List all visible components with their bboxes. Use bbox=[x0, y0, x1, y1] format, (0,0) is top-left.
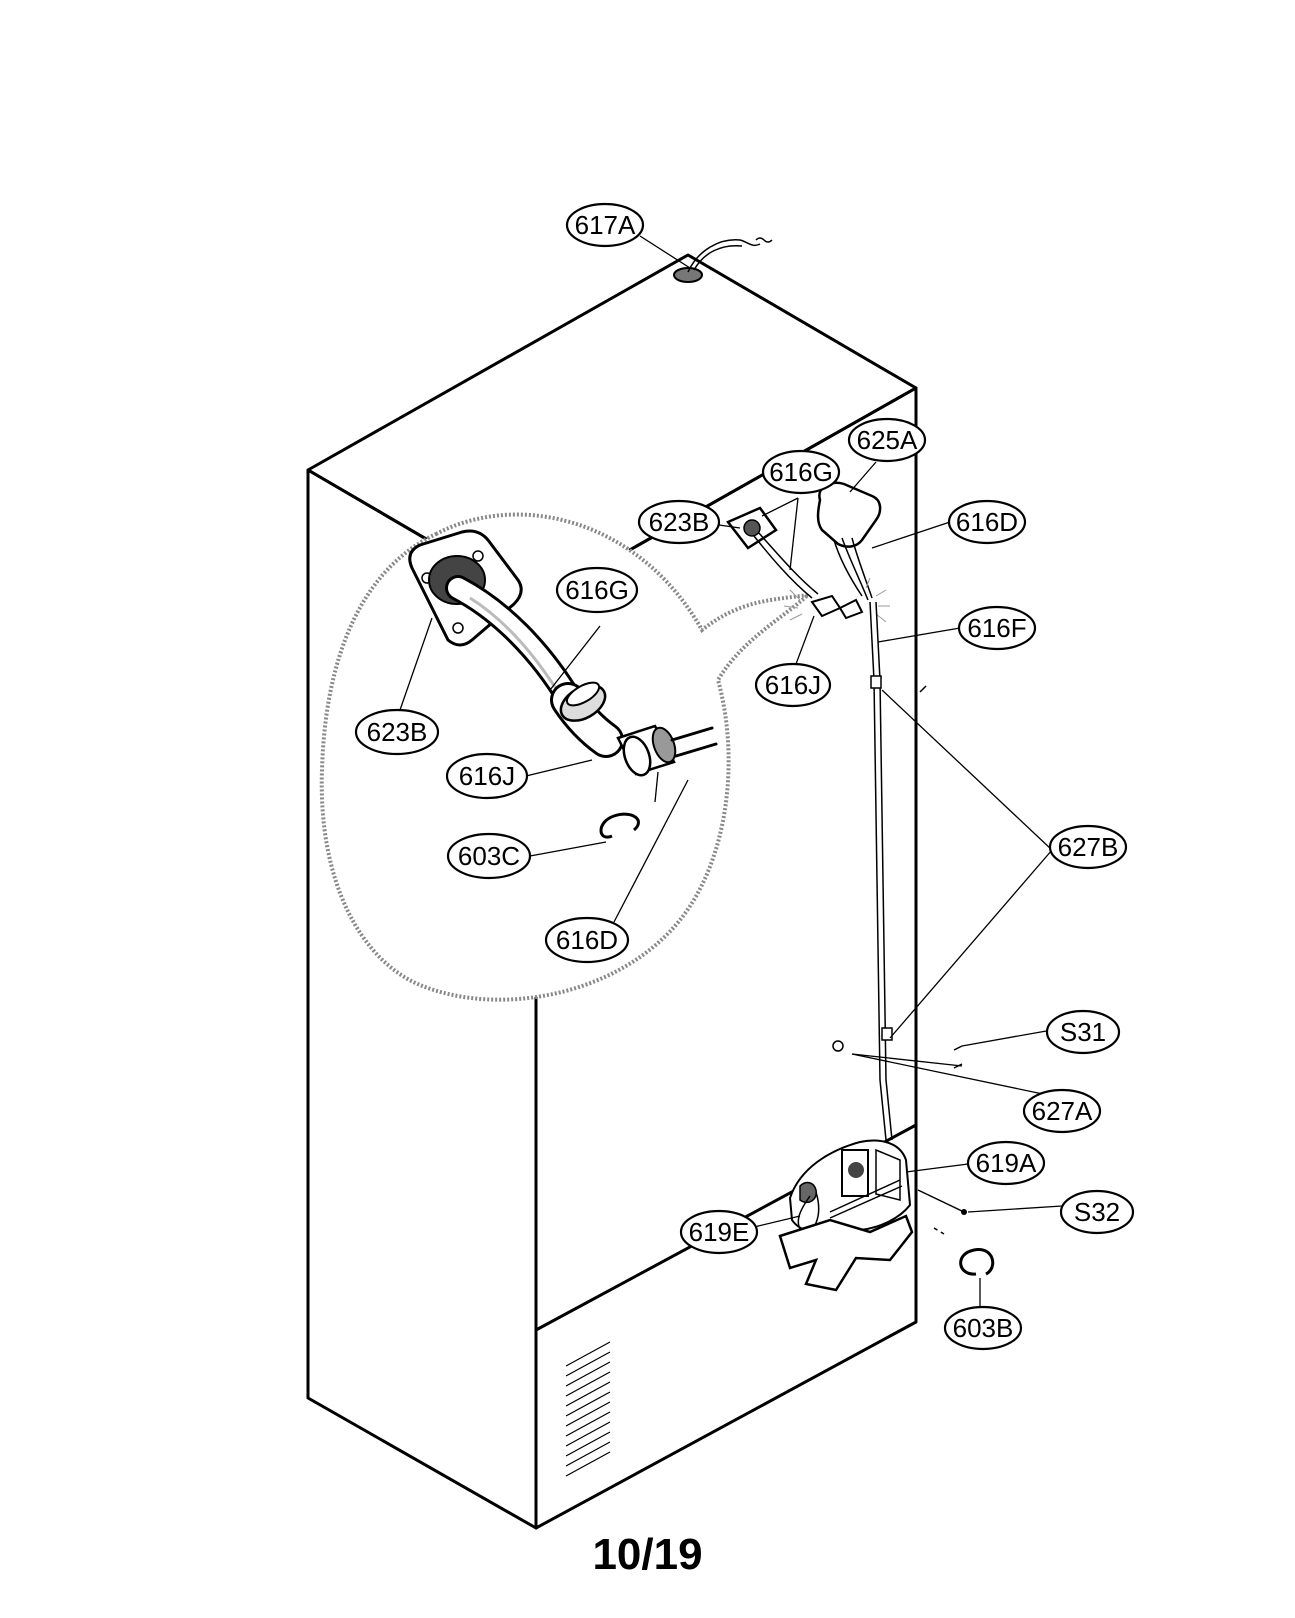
callout-623B-detail: 623B bbox=[354, 708, 440, 756]
detail-elbow-fitting bbox=[550, 681, 624, 758]
callout-625A: 625A bbox=[847, 417, 927, 463]
callout-616G-top-text: 616G bbox=[769, 457, 833, 487]
callout-625A-text: 625A bbox=[857, 425, 918, 455]
callout-627B-text: 627B bbox=[1058, 832, 1119, 862]
vent-grille bbox=[565, 1341, 611, 1477]
callout-S31-text: S31 bbox=[1060, 1017, 1106, 1047]
callout-623B-detail-text: 623B bbox=[367, 717, 428, 747]
filter-housing bbox=[816, 481, 882, 601]
callout-616J-detail-text: 616J bbox=[459, 761, 515, 791]
water-line bbox=[832, 601, 927, 1141]
detail-tube bbox=[445, 575, 583, 713]
callout-616D-detail: 616D bbox=[544, 916, 630, 964]
callout-617A-text: 617A bbox=[575, 210, 636, 240]
callout-623B-top-text: 623B bbox=[649, 507, 710, 537]
screw-and-clip bbox=[917, 1189, 995, 1276]
callout-627A-text: 627A bbox=[1032, 1096, 1093, 1126]
callout-627B: 627B bbox=[1048, 824, 1128, 870]
callout-617A: 617A bbox=[565, 202, 645, 248]
callout-603C-text: 603C bbox=[458, 841, 520, 871]
callout-616J-detail: 616J bbox=[445, 752, 529, 800]
callout-619E-text: 619E bbox=[689, 1217, 750, 1247]
detail-ring-clip bbox=[599, 812, 640, 839]
callout-616J-top: 616J bbox=[754, 662, 832, 708]
page-number: 10/19 bbox=[592, 1530, 703, 1579]
callout-603B: 603B bbox=[943, 1305, 1023, 1351]
callout-616D-detail-text: 616D bbox=[556, 925, 618, 955]
callout-619E: 619E bbox=[679, 1209, 759, 1255]
callout-616G-detail-text: 616G bbox=[565, 575, 629, 605]
callout-616F-text: 616F bbox=[967, 613, 1026, 643]
callout-S32: S32 bbox=[1059, 1189, 1135, 1235]
callout-616D-top: 616D bbox=[947, 499, 1027, 545]
callout-616G-detail: 616G bbox=[555, 566, 639, 614]
callout-616F: 616F bbox=[957, 605, 1037, 651]
callout-623B-top: 623B bbox=[637, 499, 721, 545]
detail-magnifier-bubble bbox=[319, 512, 815, 1002]
callout-619A: 619A bbox=[966, 1140, 1046, 1186]
callout-627A: 627A bbox=[1022, 1088, 1102, 1134]
callout-616G-top: 616G bbox=[761, 449, 841, 495]
callout-619A-text: 619A bbox=[976, 1148, 1037, 1178]
leader-lines bbox=[399, 235, 1063, 1312]
callout-S31: S31 bbox=[1045, 1009, 1121, 1055]
callout-603B-text: 603B bbox=[953, 1313, 1014, 1343]
water-inlet-grommet bbox=[673, 237, 773, 283]
water-valve-assembly bbox=[788, 1139, 912, 1237]
detail-connector bbox=[616, 724, 718, 777]
upper-tubing bbox=[753, 531, 890, 623]
valve-mounting-bracket bbox=[778, 1214, 914, 1292]
callout-616D-top-text: 616D bbox=[956, 507, 1018, 537]
valve-bracket bbox=[726, 506, 778, 550]
callout-616J-top-text: 616J bbox=[765, 670, 821, 700]
callout-S32-text: S32 bbox=[1074, 1197, 1120, 1227]
callout-603C: 603C bbox=[446, 832, 532, 880]
